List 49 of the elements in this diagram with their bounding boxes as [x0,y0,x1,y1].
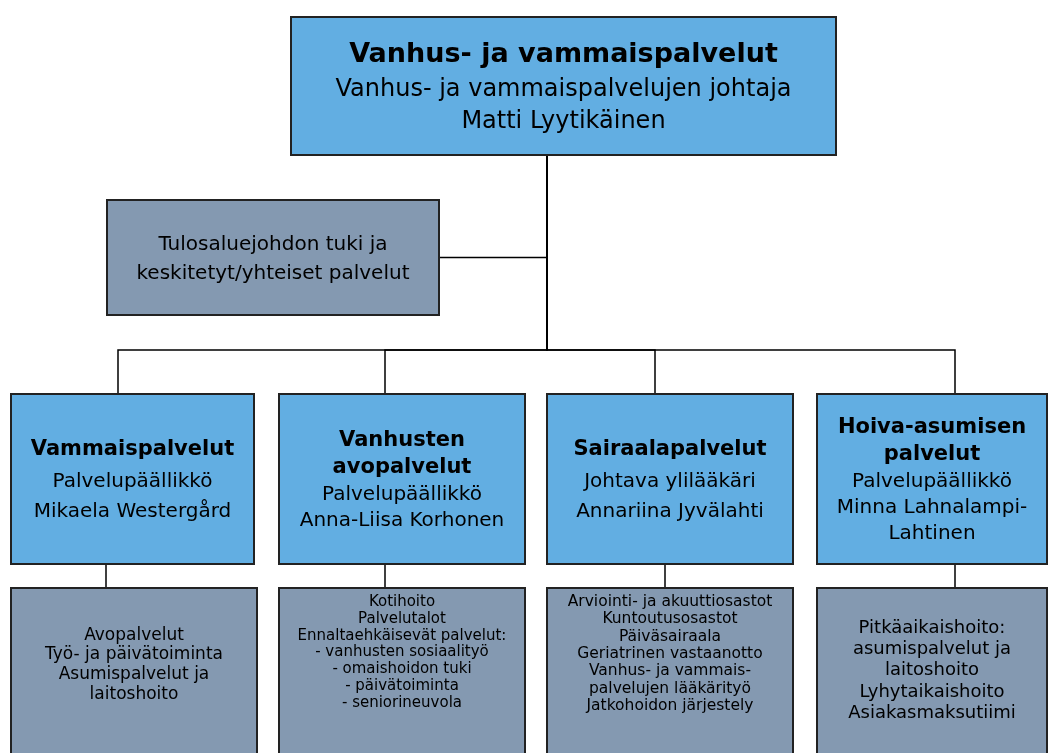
box-text: - omaishoidon tuki [332,660,472,677]
box-text: Palvelupäällikkö [322,480,482,507]
box-text: Minna Lahnalampi-Lahtinen [835,493,1029,546]
box-text: Palvelupäällikkö [52,466,213,494]
box-text: - seniorineuvola [341,693,463,711]
box-text: Matti Lyytikäinen [461,105,666,137]
unit-box [816,393,1048,565]
services-box [816,587,1048,753]
director-box [290,16,837,156]
box-text: Jatkohoidon järjestely [586,697,754,715]
box-text: Annariina Jyvälahti [576,496,764,524]
box-text: Tulosaluejohdon tuki ja keskitetyt/yhteiset palvelut [135,229,411,286]
unit-title: Hoiva-asumisen palvelut [836,412,1028,467]
box-text: Palvelutalot [358,609,446,627]
unit-title: Vanhus- ja vammaispalvelut [349,36,778,71]
box-text: - päivätoiminta [345,677,459,694]
box-text: Avopalvelut [84,624,184,645]
unit-title: Vanhusten avopalvelut [331,425,473,480]
services-box [10,587,258,753]
connector-line [384,564,386,588]
box-text: Asumispalvelut ja laitoshoito [57,664,211,704]
unit-title: Vammaispalvelut [30,435,235,463]
unit-title: Sairaalapalvelut [573,435,767,463]
box-text: Anna-Liisa Korhonen [299,506,505,533]
box-text: Pitkäaikaishoito: asumispalvelut ja laitoshoito [851,615,1013,680]
box-text: Geriatrinen vastaanotto [577,645,763,663]
box-text: Arviointi- ja akuuttiosastot [567,593,773,611]
box-text: Vanhus- ja vammais-palvelujen lääkärityö [587,662,752,698]
box-text: Ennaltaehkäisevät palvelut: [297,626,507,644]
box-text: Vanhus- ja vammaispalvelujen johtaja [335,72,792,104]
box-text: Päiväsairaala [618,627,722,646]
connector-line [664,564,666,588]
services-box [546,587,794,753]
box-text: Lyhytaikaishoito [859,679,1005,701]
box-text: Työ- ja päivätoiminta [45,644,223,664]
services-box [278,587,526,753]
box-text: Kotihoito [368,593,436,610]
unit-box [546,393,794,565]
box-text: - vanhusten sosiaalityö [315,643,489,661]
support-box [106,199,440,316]
unit-box [10,393,255,565]
box-text: Johtava ylilääkäri [584,466,756,494]
box-text: Palvelupäällikkö [852,467,1012,494]
box-text: Asiakasmaksutiimi [848,700,1016,723]
connector-line [954,564,956,588]
unit-box [278,393,526,565]
box-text: Mikaela Westergård [33,496,232,524]
connector-line [105,564,107,588]
box-text: Kuntoutusosastot [602,610,738,628]
